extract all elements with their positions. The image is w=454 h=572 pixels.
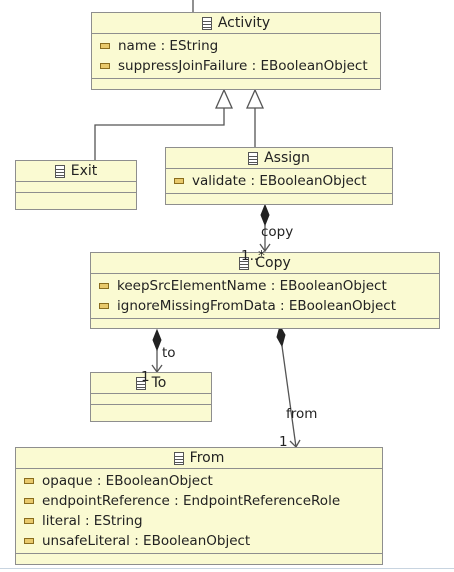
class-to-header: To xyxy=(91,373,211,394)
class-assign-name: Assign xyxy=(264,150,310,166)
generalization-arrowhead-exit xyxy=(214,88,234,109)
composition-copy-diamond xyxy=(260,203,270,227)
multiplicity-label-from: 1 xyxy=(279,434,288,450)
composition-copy-arrowhead xyxy=(259,243,271,253)
class-exit-operations xyxy=(16,193,136,204)
composition-to-diamond xyxy=(152,328,162,352)
attribute-icon xyxy=(24,538,34,544)
attribute-label: name : EString xyxy=(118,38,219,54)
class-copy[interactable]: Copy keepSrcElementName : EBooleanObject… xyxy=(90,252,440,329)
class-exit-header: Exit xyxy=(16,161,136,182)
class-copy-name: Copy xyxy=(255,255,291,271)
attribute-label: literal : EString xyxy=(42,513,143,529)
attribute-icon xyxy=(24,518,34,524)
attribute-row[interactable]: suppressJoinFailure : EBooleanObject xyxy=(100,56,380,76)
attribute-label: opaque : EBooleanObject xyxy=(42,473,213,489)
class-activity[interactable]: Activity name : EString suppressJoinFail… xyxy=(91,12,381,90)
reference-label-from: from xyxy=(286,406,318,422)
class-copy-attributes: keepSrcElementName : EBooleanObject igno… xyxy=(91,274,439,319)
attribute-row[interactable]: opaque : EBooleanObject xyxy=(24,471,382,491)
class-icon xyxy=(135,376,146,390)
class-icon xyxy=(54,164,65,178)
class-exit[interactable]: Exit xyxy=(15,160,137,210)
class-assign-header: Assign xyxy=(166,148,392,169)
attribute-icon xyxy=(24,498,34,504)
multiplicity-label-copy: 1..* xyxy=(241,248,265,264)
class-from-name: From xyxy=(189,450,225,466)
attribute-row[interactable]: name : EString xyxy=(100,36,380,56)
attribute-row[interactable]: ignoreMissingFromData : EBooleanObject xyxy=(99,296,439,316)
attribute-icon xyxy=(174,178,184,184)
class-exit-name: Exit xyxy=(70,163,98,179)
canvas-bottom-border xyxy=(0,568,454,569)
class-activity-header: Activity xyxy=(92,13,380,34)
class-icon xyxy=(173,451,184,465)
generalization-arrowhead-assign xyxy=(245,88,265,109)
attribute-label: keepSrcElementName : EBooleanObject xyxy=(117,278,387,294)
attribute-row[interactable]: endpointReference : EndpointReferenceRol… xyxy=(24,491,382,511)
attribute-icon xyxy=(24,478,34,484)
attribute-row[interactable]: keepSrcElementName : EBooleanObject xyxy=(99,276,439,296)
attribute-icon xyxy=(100,43,110,49)
class-copy-operations xyxy=(91,319,439,331)
class-icon xyxy=(239,256,250,270)
attribute-label: ignoreMissingFromData : EBooleanObject xyxy=(117,298,397,314)
attribute-row[interactable]: literal : EString xyxy=(24,511,382,531)
reference-label-copy: copy xyxy=(261,224,294,240)
class-activity-name: Activity xyxy=(217,15,271,31)
attribute-label: unsafeLiteral : EBooleanObject xyxy=(42,533,251,549)
class-assign-operations xyxy=(166,194,392,206)
class-to-attributes xyxy=(91,394,211,405)
class-activity-attributes: name : EString suppressJoinFailure : EBo… xyxy=(92,34,380,79)
class-icon xyxy=(248,151,259,165)
class-from[interactable]: From opaque : EBooleanObject endpointRef… xyxy=(15,447,383,565)
class-from-operations xyxy=(16,554,382,566)
attribute-icon xyxy=(99,283,109,289)
class-to-operations xyxy=(91,405,211,416)
generalization-exit-activity xyxy=(94,108,225,160)
class-copy-header: Copy xyxy=(91,253,439,274)
class-exit-attributes xyxy=(16,182,136,193)
attribute-row[interactable]: unsafeLiteral : EBooleanObject xyxy=(24,531,382,551)
attribute-icon xyxy=(100,63,110,69)
attribute-icon xyxy=(99,303,109,309)
class-assign-attributes: validate : EBooleanObject xyxy=(166,169,392,194)
attribute-row[interactable]: validate : EBooleanObject xyxy=(174,171,392,191)
class-from-header: From xyxy=(16,448,382,469)
class-to-name: To xyxy=(151,375,167,391)
class-icon xyxy=(201,16,212,30)
composition-from-edge xyxy=(281,345,297,448)
reference-label-to: to xyxy=(162,345,176,361)
multiplicity-label-to: 1 xyxy=(141,369,150,385)
class-from-attributes: opaque : EBooleanObject endpointReferenc… xyxy=(16,469,382,554)
attribute-label: suppressJoinFailure : EBooleanObject xyxy=(118,58,368,74)
class-assign[interactable]: Assign validate : EBooleanObject xyxy=(165,147,393,205)
attribute-label: endpointReference : EndpointReferenceRol… xyxy=(42,493,341,509)
attribute-label: validate : EBooleanObject xyxy=(192,173,367,189)
class-activity-operations xyxy=(92,79,380,91)
composition-from-diamond xyxy=(276,324,286,348)
class-to[interactable]: To xyxy=(90,372,212,422)
